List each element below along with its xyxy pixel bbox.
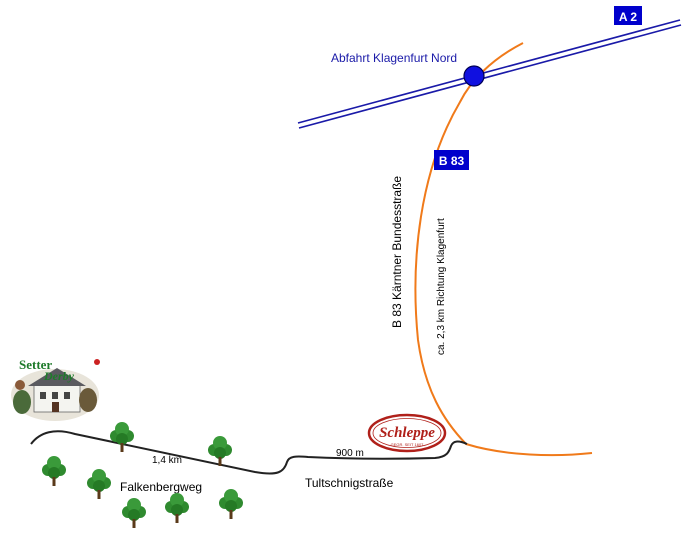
setter-logo-line1: Setter — [19, 357, 52, 372]
a2-badge-label: A 2 — [619, 10, 638, 24]
setter-derby-logo: Setter Derby — [11, 357, 100, 421]
direction-label: ca. 2,3 km Richtung Klagenfurt — [436, 218, 447, 355]
federal-road-label: B 83 Kärntner Bundesstraße — [390, 176, 404, 328]
street-tultschnigstrasse-label: Tultschnigstraße — [305, 476, 394, 490]
distance-tultschnig-label: 900 m — [336, 448, 364, 459]
exit-junction-marker — [463, 65, 485, 87]
tree-icon — [110, 422, 134, 452]
tree-icon — [165, 493, 189, 523]
b83-badge: B 83 — [434, 150, 469, 170]
flag-icon — [94, 359, 100, 365]
a2-badge: A 2 — [614, 6, 642, 25]
exit-label: Abfahrt Klagenfurt Nord — [331, 51, 457, 65]
road-b83 — [414, 42, 593, 457]
tree-icon — [219, 489, 243, 519]
setter-logo-line2: Derby — [43, 369, 75, 383]
road-falkenbergweg-tultschnigstrasse — [30, 430, 468, 475]
schleppe-logo-text: Schleppe — [379, 425, 435, 441]
tree-icon — [208, 436, 232, 466]
tree-icon — [122, 498, 146, 528]
distance-falkenberg-label: 1,4 km — [152, 455, 182, 466]
schleppe-logo: Schleppe GEGR. SEIT 1607 — [367, 413, 447, 453]
tree-icon — [42, 456, 66, 486]
schleppe-logo-subtext: GEGR. SEIT 1607 — [391, 442, 425, 447]
street-falkenbergweg-label: Falkenbergweg — [120, 480, 202, 494]
highway-a2 — [297, 19, 682, 129]
b83-badge-label: B 83 — [439, 154, 465, 168]
tree-icon — [87, 469, 111, 499]
